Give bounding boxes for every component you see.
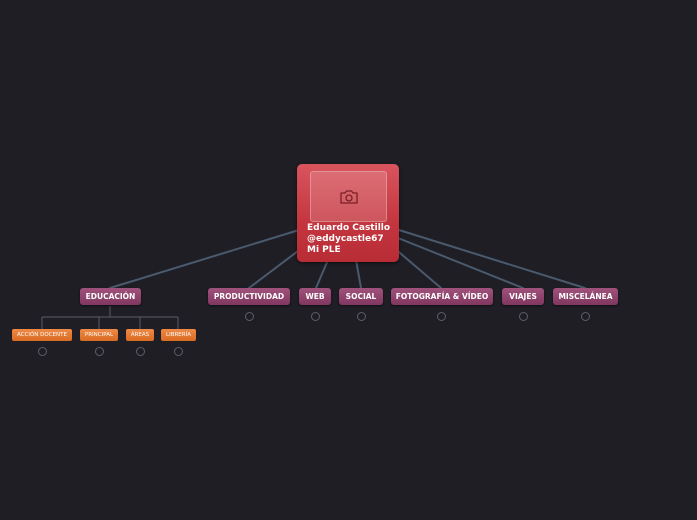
subtopic-principal[interactable]: PRINCIPAL <box>80 329 118 341</box>
expand-toggle-libreria[interactable] <box>174 347 183 356</box>
link-fotografia <box>392 246 442 289</box>
expand-toggle-miscelanea[interactable] <box>581 312 590 321</box>
root-name: Eduardo Castillo <box>307 223 391 233</box>
topic-social[interactable]: SOCIAL <box>339 288 383 305</box>
topic-productividad[interactable]: PRODUCTIVIDAD <box>208 288 290 305</box>
subtopic-areas[interactable]: ÁREAS <box>126 329 154 341</box>
root-handle: @eddycastle67 <box>307 234 384 244</box>
expand-toggle-principal[interactable] <box>95 347 104 356</box>
topic-educacion[interactable]: EDUCACIÓN <box>80 288 141 305</box>
expand-toggle-social[interactable] <box>357 312 366 321</box>
expand-toggle-web[interactable] <box>311 312 320 321</box>
photo-placeholder <box>310 171 387 222</box>
expand-toggle-viajes[interactable] <box>519 312 528 321</box>
link-sub-bracket <box>41 306 179 329</box>
link-viajes <box>397 237 524 289</box>
topic-miscelanea[interactable]: MISCELÁNEA <box>553 288 618 305</box>
expand-toggle-accion-docente[interactable] <box>38 347 47 356</box>
expand-toggle-fotografia-video[interactable] <box>437 312 446 321</box>
central-topic[interactable]: Eduardo Castillo @eddycastle67 Mi PLE <box>297 164 399 262</box>
topic-web[interactable]: WEB <box>299 288 331 305</box>
link-miscelanea <box>398 229 586 289</box>
subtopic-libreria[interactable]: LIBRERÍA <box>161 329 196 341</box>
central-topic-text: Eduardo Castillo @eddycastle67 Mi PLE <box>307 223 397 256</box>
subtopic-accion-docente[interactable]: ACCIÓN DOCENTE <box>12 329 72 341</box>
link-productividad <box>248 247 303 289</box>
camera-icon <box>339 189 358 204</box>
expand-toggle-areas[interactable] <box>136 347 145 356</box>
topic-fotografia-video[interactable]: FOTOGRAFÍA & VÍDEO <box>391 288 493 305</box>
link-educacion <box>109 229 300 289</box>
link-social <box>355 259 362 289</box>
root-subtitle: Mi PLE <box>307 245 341 255</box>
expand-toggle-productividad[interactable] <box>245 312 254 321</box>
topic-viajes[interactable]: VIAJES <box>502 288 544 305</box>
link-web <box>315 259 329 289</box>
